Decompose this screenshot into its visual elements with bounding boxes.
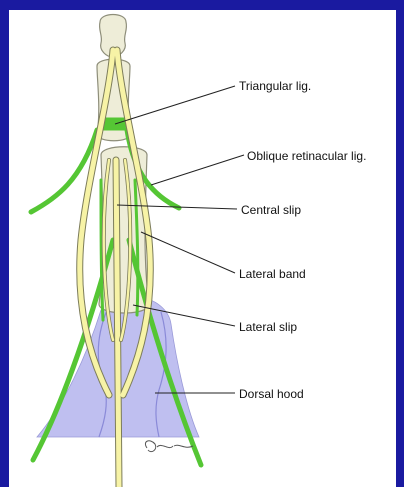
label-oblique-retinacular-lig: Oblique retinacular lig. <box>247 149 366 163</box>
artist-signature <box>145 441 193 452</box>
label-lateral-slip: Lateral slip <box>239 320 297 334</box>
extensor-mechanism-diagram: Triangular lig. Oblique retinacular lig.… <box>9 10 396 487</box>
label-triangular-lig: Triangular lig. <box>239 79 311 93</box>
leader-oblique-retinacular-lig <box>151 155 244 185</box>
label-lateral-band: Lateral band <box>239 267 306 281</box>
leader-lateral-band <box>141 232 235 273</box>
leader-triangular-lig <box>115 86 235 124</box>
central-slip <box>116 160 119 487</box>
label-central-slip: Central slip <box>241 203 301 217</box>
diagram-panel: Triangular lig. Oblique retinacular lig.… <box>9 10 396 487</box>
label-dorsal-hood: Dorsal hood <box>239 387 304 401</box>
